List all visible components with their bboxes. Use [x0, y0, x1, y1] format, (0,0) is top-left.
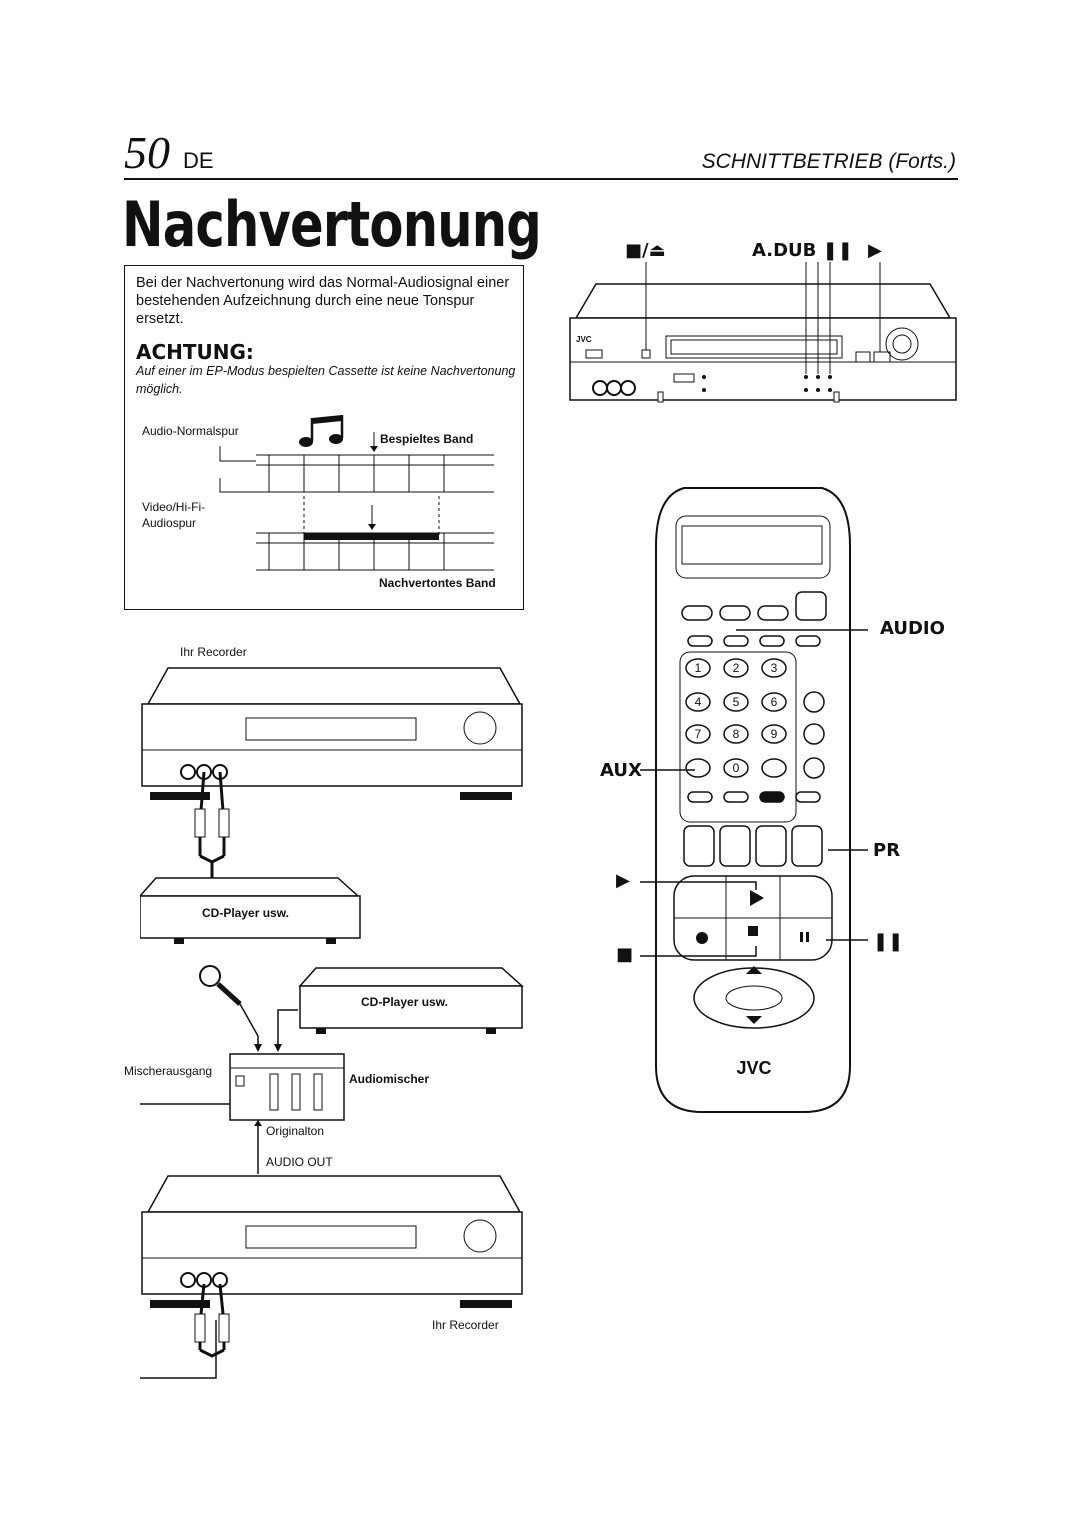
page-title: Nachvertonung	[122, 188, 542, 261]
remote-stop-label: ■	[616, 944, 634, 965]
key-7[interactable]: 7	[695, 727, 702, 741]
vcr-front-panel: JVC	[569, 262, 957, 403]
audio-mixer-label: Audiomischer	[349, 1072, 430, 1086]
audio-track2-label: Audiospur	[142, 516, 197, 530]
caution-text: Auf einer im EP-Modus bespielten Cassett…	[136, 364, 516, 396]
dubbed-tape-label: Nachvertontes Band	[379, 576, 496, 590]
intro-text: Bei der Nachvertonung wird das Normal-Au…	[136, 275, 510, 327]
page-number: 50	[124, 127, 170, 178]
recorded-tape-label: Bespieltes Band	[380, 432, 474, 446]
mixer-output-label: Mischerausgang	[124, 1064, 213, 1078]
pr-label: PR	[873, 840, 901, 861]
video-hifi-label: Video/Hi-Fi-	[142, 500, 206, 514]
brand-logo: JVC	[576, 335, 592, 344]
key-9[interactable]: 9	[771, 727, 778, 741]
connection-diagram	[140, 667, 524, 1379]
key-3[interactable]: 3	[771, 661, 778, 675]
header-rule	[124, 178, 958, 180]
aux-label: AUX	[600, 760, 642, 781]
key-8[interactable]: 8	[733, 727, 740, 741]
key-2[interactable]: 2	[733, 661, 740, 675]
key-1[interactable]: 1	[695, 661, 702, 675]
stop-eject-label: ■/⏏	[625, 240, 666, 261]
adub-pause-label: A.DUB ❚❚	[752, 240, 853, 261]
cd-player-2-label: CD-Player usw.	[361, 995, 448, 1009]
play-label: ▶	[868, 240, 882, 261]
caution-heading: ACHTUNG:	[136, 340, 254, 364]
section-title: SCHNITTBETRIEB (Forts.)	[701, 150, 956, 173]
music-note-icon	[299, 415, 344, 447]
tape-track-diagram	[219, 415, 494, 571]
audio-out-label: AUDIO OUT	[266, 1155, 333, 1169]
remote-pause-label: ❚❚	[873, 931, 904, 952]
remote-pointer-lines	[640, 629, 868, 957]
remote-brand-logo: JVC	[736, 1058, 771, 1078]
cd-player-1-label: CD-Player usw.	[202, 906, 289, 920]
key-0[interactable]: 0	[733, 761, 740, 775]
key-6[interactable]: 6	[771, 695, 778, 709]
audio-label: AUDIO	[880, 618, 945, 639]
key-4[interactable]: 4	[695, 695, 702, 709]
your-recorder-bottom-label: Ihr Recorder	[432, 1318, 499, 1332]
audio-track-label: Audio-Normalspur	[142, 424, 239, 438]
your-recorder-top-label: Ihr Recorder	[180, 645, 247, 659]
remote-play-label: ▶	[616, 870, 630, 891]
original-sound-label: Originalton	[266, 1124, 325, 1138]
key-5[interactable]: 5	[733, 695, 740, 709]
info-box	[124, 265, 524, 610]
language-code: DE	[183, 148, 214, 173]
